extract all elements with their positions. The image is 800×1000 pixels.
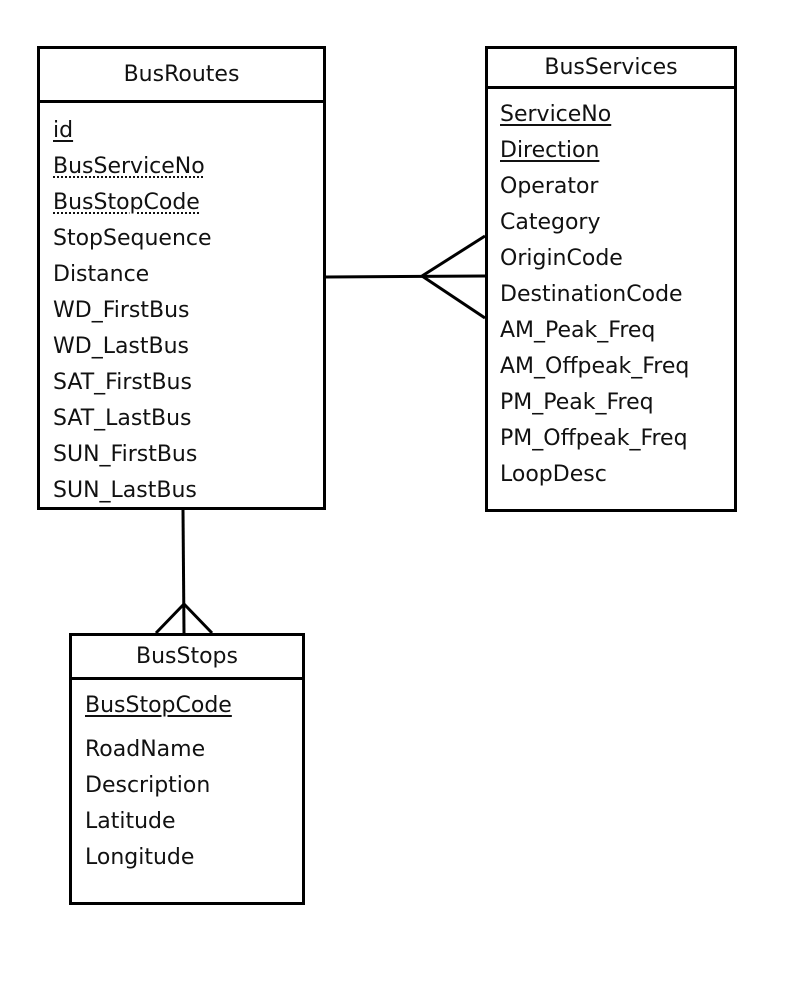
attribute-busstopcode-pk: BusStopCode (85, 693, 232, 718)
attribute-am-offpeak-freq: AM_Offpeak_Freq (500, 354, 690, 379)
crowfoot-upper-prong (421, 234, 486, 278)
attribute-wd-lastbus: WD_LastBus (53, 334, 190, 359)
attribute-stopsequence: StopSequence (53, 226, 212, 251)
attribute-list-busstops: BusStopCode RoadName Description Latitud… (72, 680, 302, 876)
relationship-busroutes-busstops (154, 509, 214, 635)
attribute-am-peak-freq: AM_Peak_Freq (500, 318, 656, 343)
attribute-id: id (53, 118, 74, 143)
attribute-pm-offpeak-freq: PM_Offpeak_Freq (500, 426, 688, 451)
attribute-distance: Distance (53, 262, 150, 287)
attribute-busserviceno: BusServiceNo (53, 154, 205, 179)
entity-busservices: BusServices ServiceNo Direction Operator… (485, 46, 737, 512)
entity-busstops: BusStops BusStopCode RoadName Descriptio… (69, 633, 305, 905)
attribute-list-busroutes: id BusServiceNo BusStopCode StopSequence… (40, 103, 323, 509)
attribute-direction: Direction (500, 138, 600, 163)
entity-title-busstops: BusStops (72, 636, 302, 680)
attribute-sun-firstbus: SUN_FirstBus (53, 442, 198, 467)
attribute-wd-firstbus: WD_FirstBus (53, 298, 190, 323)
attribute-operator: Operator (500, 174, 599, 199)
attribute-list-busservices: ServiceNo Direction Operator Category Or… (488, 89, 734, 493)
entity-title-busservices: BusServices (488, 49, 734, 89)
attribute-description: Description (85, 773, 211, 798)
attribute-serviceno: ServiceNo (500, 102, 612, 127)
attribute-origincode: OriginCode (500, 246, 623, 271)
attribute-sat-firstbus: SAT_FirstBus (53, 370, 192, 395)
attribute-sun-lastbus: SUN_LastBus (53, 478, 197, 503)
attribute-roadname: RoadName (85, 737, 206, 762)
crowfoot-lower-prong (421, 274, 486, 320)
entity-busroutes: BusRoutes id BusServiceNo BusStopCode St… (37, 46, 326, 510)
attribute-loopdesc: LoopDesc (500, 462, 607, 487)
attribute-busstopcode: BusStopCode (53, 190, 200, 215)
attribute-sat-lastbus: SAT_LastBus (53, 406, 192, 431)
attribute-destinationcode: DestinationCode (500, 282, 683, 307)
entity-title-busroutes: BusRoutes (40, 49, 323, 103)
attribute-longitude: Longitude (85, 845, 195, 870)
attribute-latitude: Latitude (85, 809, 176, 834)
crowfoot-right-prong (182, 602, 214, 635)
attribute-category: Category (500, 210, 601, 235)
relationship-line-busroutes-busstops (181, 509, 186, 634)
attribute-pm-peak-freq: PM_Peak_Freq (500, 390, 654, 415)
crowfoot-left-prong (154, 602, 186, 635)
relationship-line-busroutes-busservices (325, 274, 486, 279)
relationship-busroutes-busservices (325, 234, 486, 320)
